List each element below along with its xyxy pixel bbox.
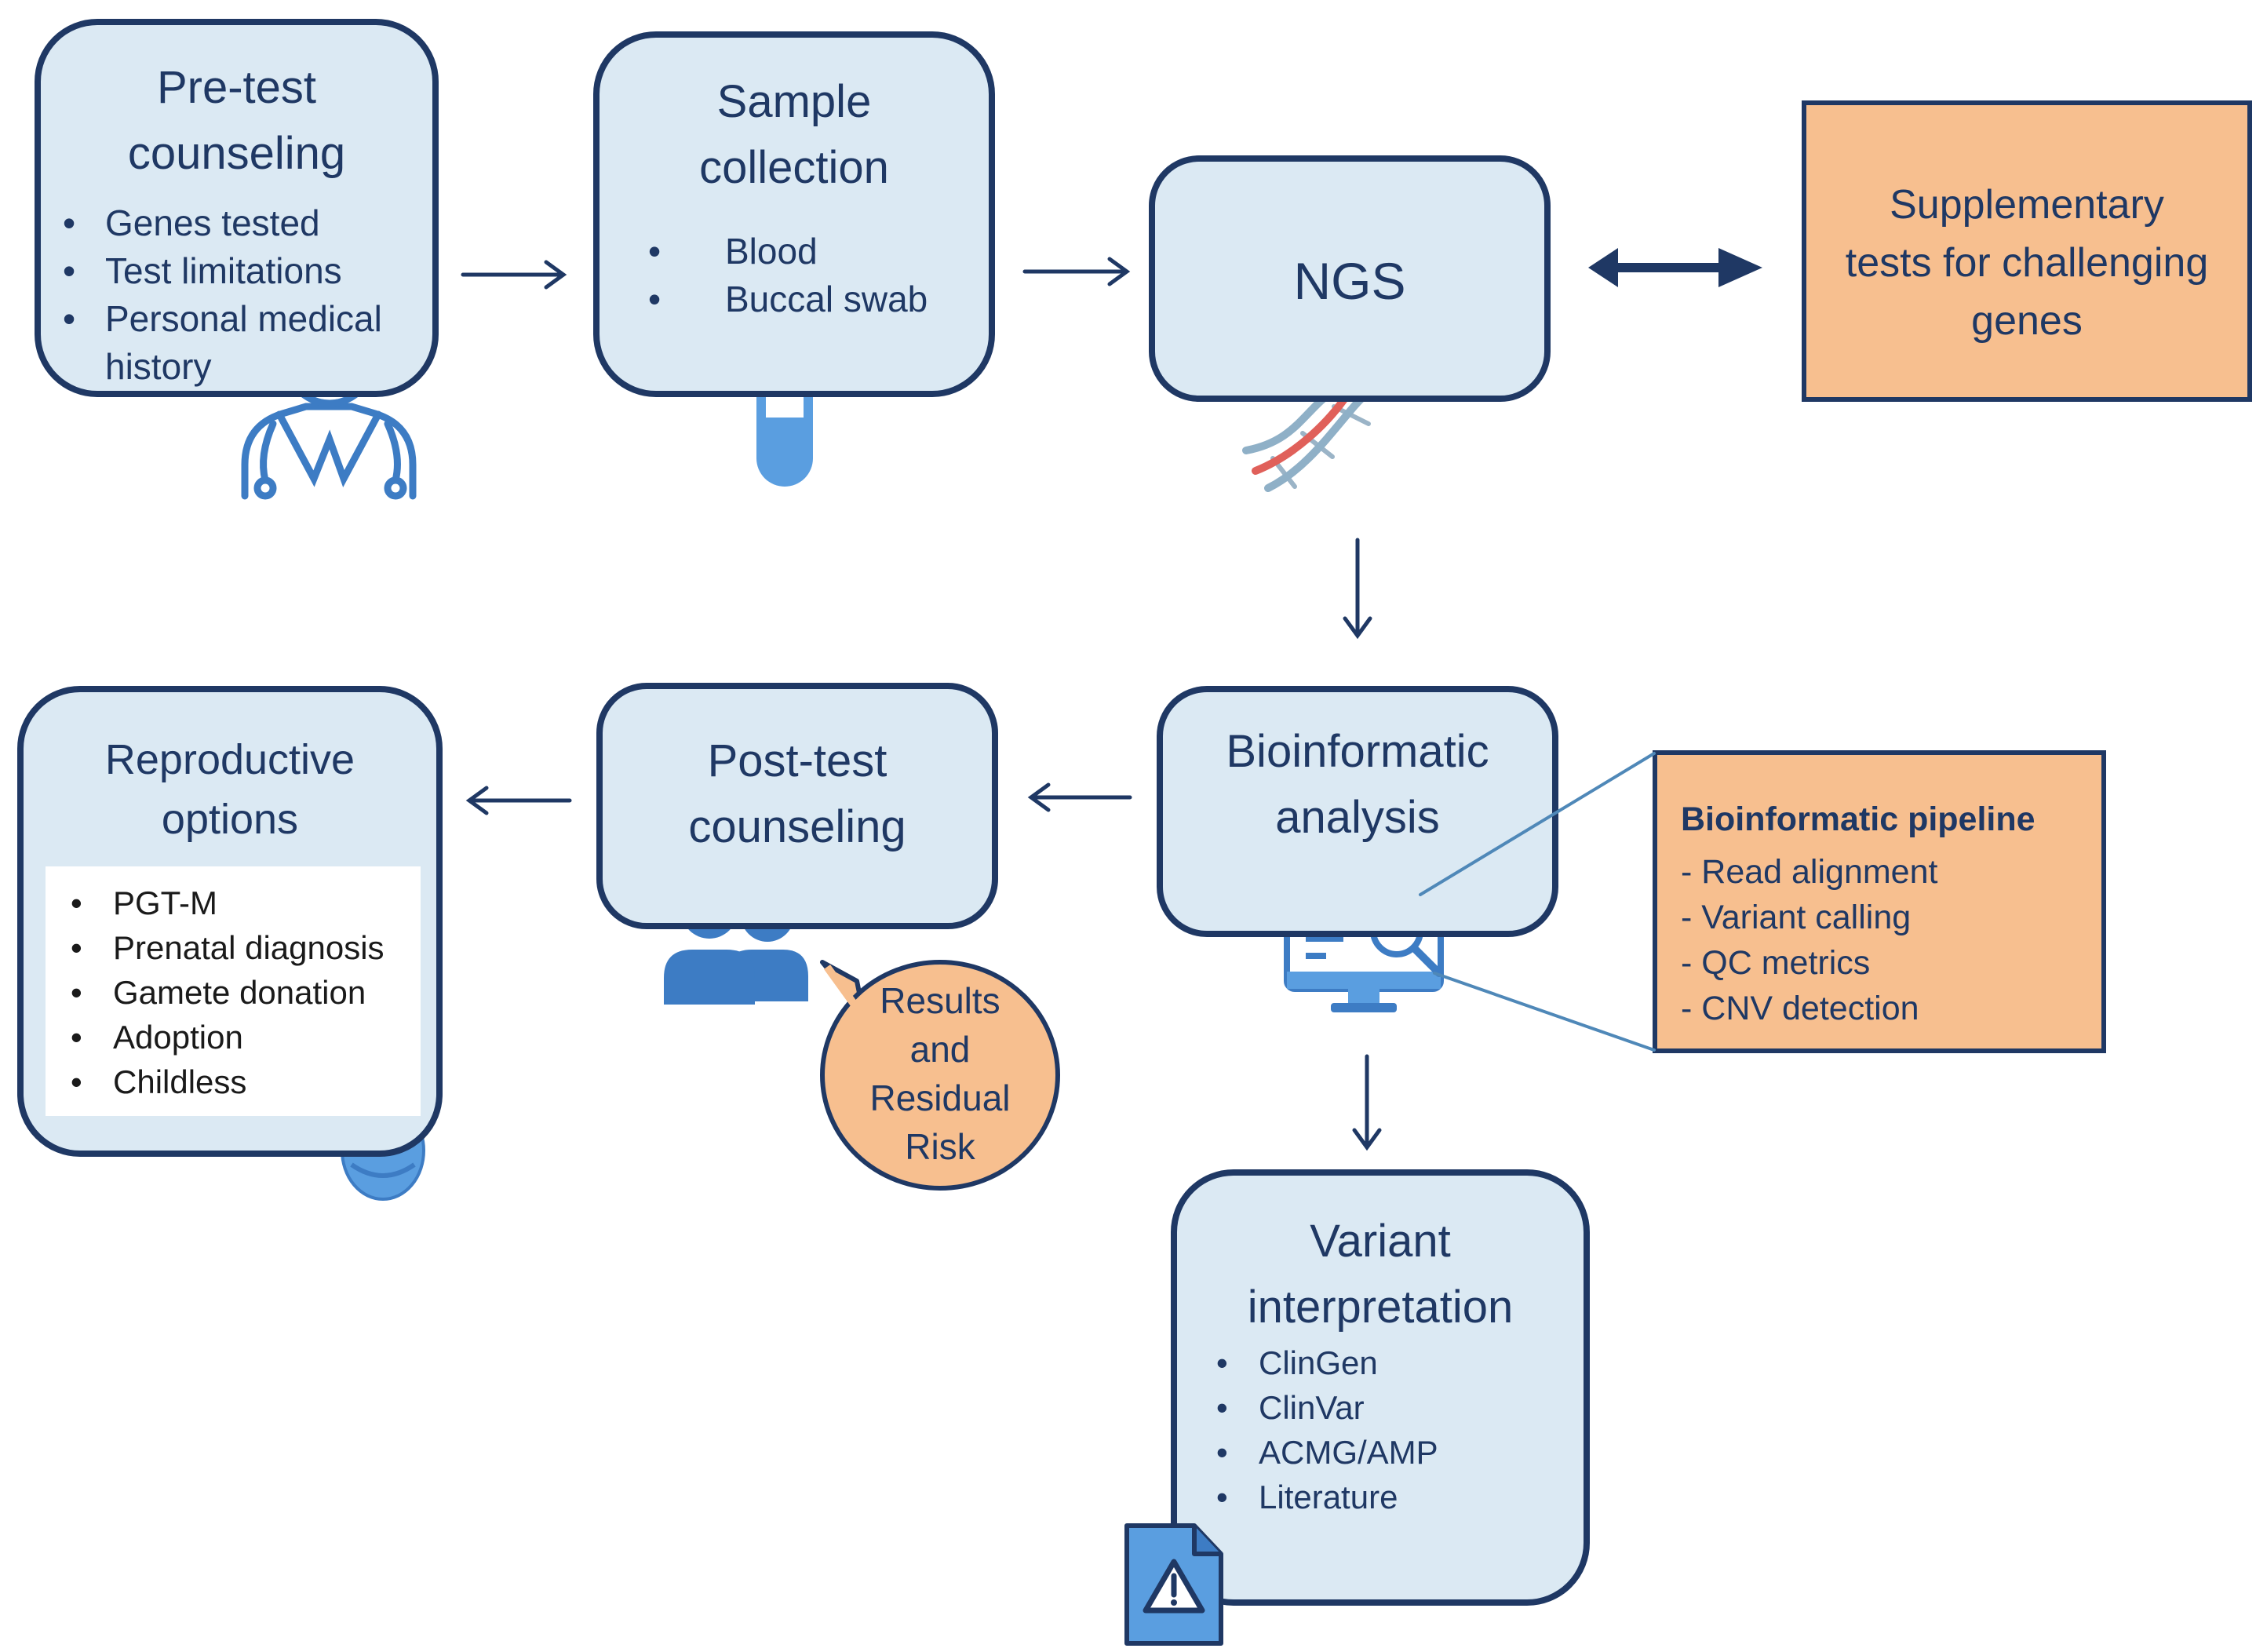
list-item: Buccal swab [647, 275, 992, 323]
variant-title-line: Variant [1310, 1216, 1451, 1267]
list-item: Adoption [69, 1015, 414, 1059]
pipeline-list: - Read alignment - Variant calling - QC … [1681, 849, 1937, 1031]
pipeline-heading: Bioinformatic pipeline [1681, 800, 2036, 838]
variant-title: Variant interpretation [1177, 1209, 1584, 1340]
supplementary-line: genes [1971, 298, 2083, 344]
posttest-title: Post-test counseling [603, 728, 992, 860]
reproductive-list: PGT-M Prenatal diagnosis Gamete donation… [69, 881, 414, 1104]
list-item: Test limitations [61, 247, 430, 295]
list-item: Genes tested [61, 199, 430, 247]
results-text: Results and Residual Risk [822, 976, 1058, 1171]
supplementary-line: tests for challenging [1845, 240, 2209, 286]
reproductive-title-line: Reproductive [104, 736, 355, 783]
results-line: Results [880, 980, 1000, 1021]
posttest-title-line: counseling [688, 801, 906, 852]
list-item: PGT-M [69, 881, 414, 925]
bioinformatic-pipeline-box: Bioinformatic pipeline - Read alignment … [1653, 750, 2106, 1053]
list-item: Prenatal diagnosis [69, 925, 414, 970]
pipeline-item: - QC metrics [1681, 944, 1871, 982]
list-item: Childless [69, 1059, 414, 1104]
list-item: Personal medical history [61, 295, 430, 391]
supplementary-line: Supplementary [1890, 182, 2164, 228]
pretest-title-line: counseling [127, 128, 346, 179]
results-line: and [909, 1029, 971, 1070]
pipeline-item: - Variant calling [1681, 899, 1912, 936]
pretest-title-line: Pre-test [156, 62, 317, 113]
posttest-counseling-box: Post-test counseling [596, 683, 998, 929]
results-line: Risk [905, 1126, 975, 1167]
variant-list: ClinGen ClinVar ACMG/AMP Literature [1215, 1340, 1576, 1519]
pretest-title: Pre-test counseling [41, 55, 432, 187]
pipeline-item: - Read alignment [1681, 853, 1938, 891]
reproductive-title: Reproductive options [24, 730, 436, 849]
supplementary-tests-box: Supplementary tests for challenging gene… [1802, 100, 2252, 402]
list-item: ClinVar [1215, 1385, 1576, 1430]
sample-title: Sample collection [600, 69, 989, 201]
pretest-list: Genes tested Test limitations Personal m… [61, 199, 430, 391]
pretest-counseling-box: Pre-test counseling Genes tested Test li… [35, 19, 439, 397]
reproductive-list-panel: PGT-M Prenatal diagnosis Gamete donation… [46, 866, 421, 1116]
ngs-box: NGS [1149, 155, 1551, 402]
sample-collection-box: Sample collection Blood Buccal swab [593, 31, 995, 397]
pipeline-item: - CNV detection [1681, 990, 1919, 1027]
list-item: ClinGen [1215, 1340, 1576, 1385]
posttest-title-line: Post-test [707, 735, 887, 786]
sample-list: Blood Buccal swab [647, 228, 992, 323]
bioinformatic-analysis-box: Bioinformatic analysis [1157, 686, 1558, 937]
variant-interpretation-box: Variant interpretation ClinGen ClinVar A… [1171, 1169, 1590, 1606]
list-item: Gamete donation [69, 970, 414, 1015]
reproductive-title-line: options [161, 796, 299, 843]
reproductive-options-box: Reproductive options PGT-M Prenatal diag… [17, 686, 443, 1157]
supplementary-text: Supplementary tests for challenging gene… [1806, 176, 2247, 350]
list-item: Literature [1215, 1475, 1576, 1519]
list-item: Blood [647, 228, 992, 275]
variant-title-line: interpretation [1247, 1282, 1514, 1333]
ngs-title: NGS [1293, 252, 1406, 310]
results-line: Residual [869, 1078, 1011, 1118]
bioinformatic-title-line: analysis [1275, 792, 1440, 843]
sample-title-line: collection [699, 142, 889, 193]
sample-title-line: Sample [716, 76, 872, 127]
list-item: ACMG/AMP [1215, 1430, 1576, 1475]
